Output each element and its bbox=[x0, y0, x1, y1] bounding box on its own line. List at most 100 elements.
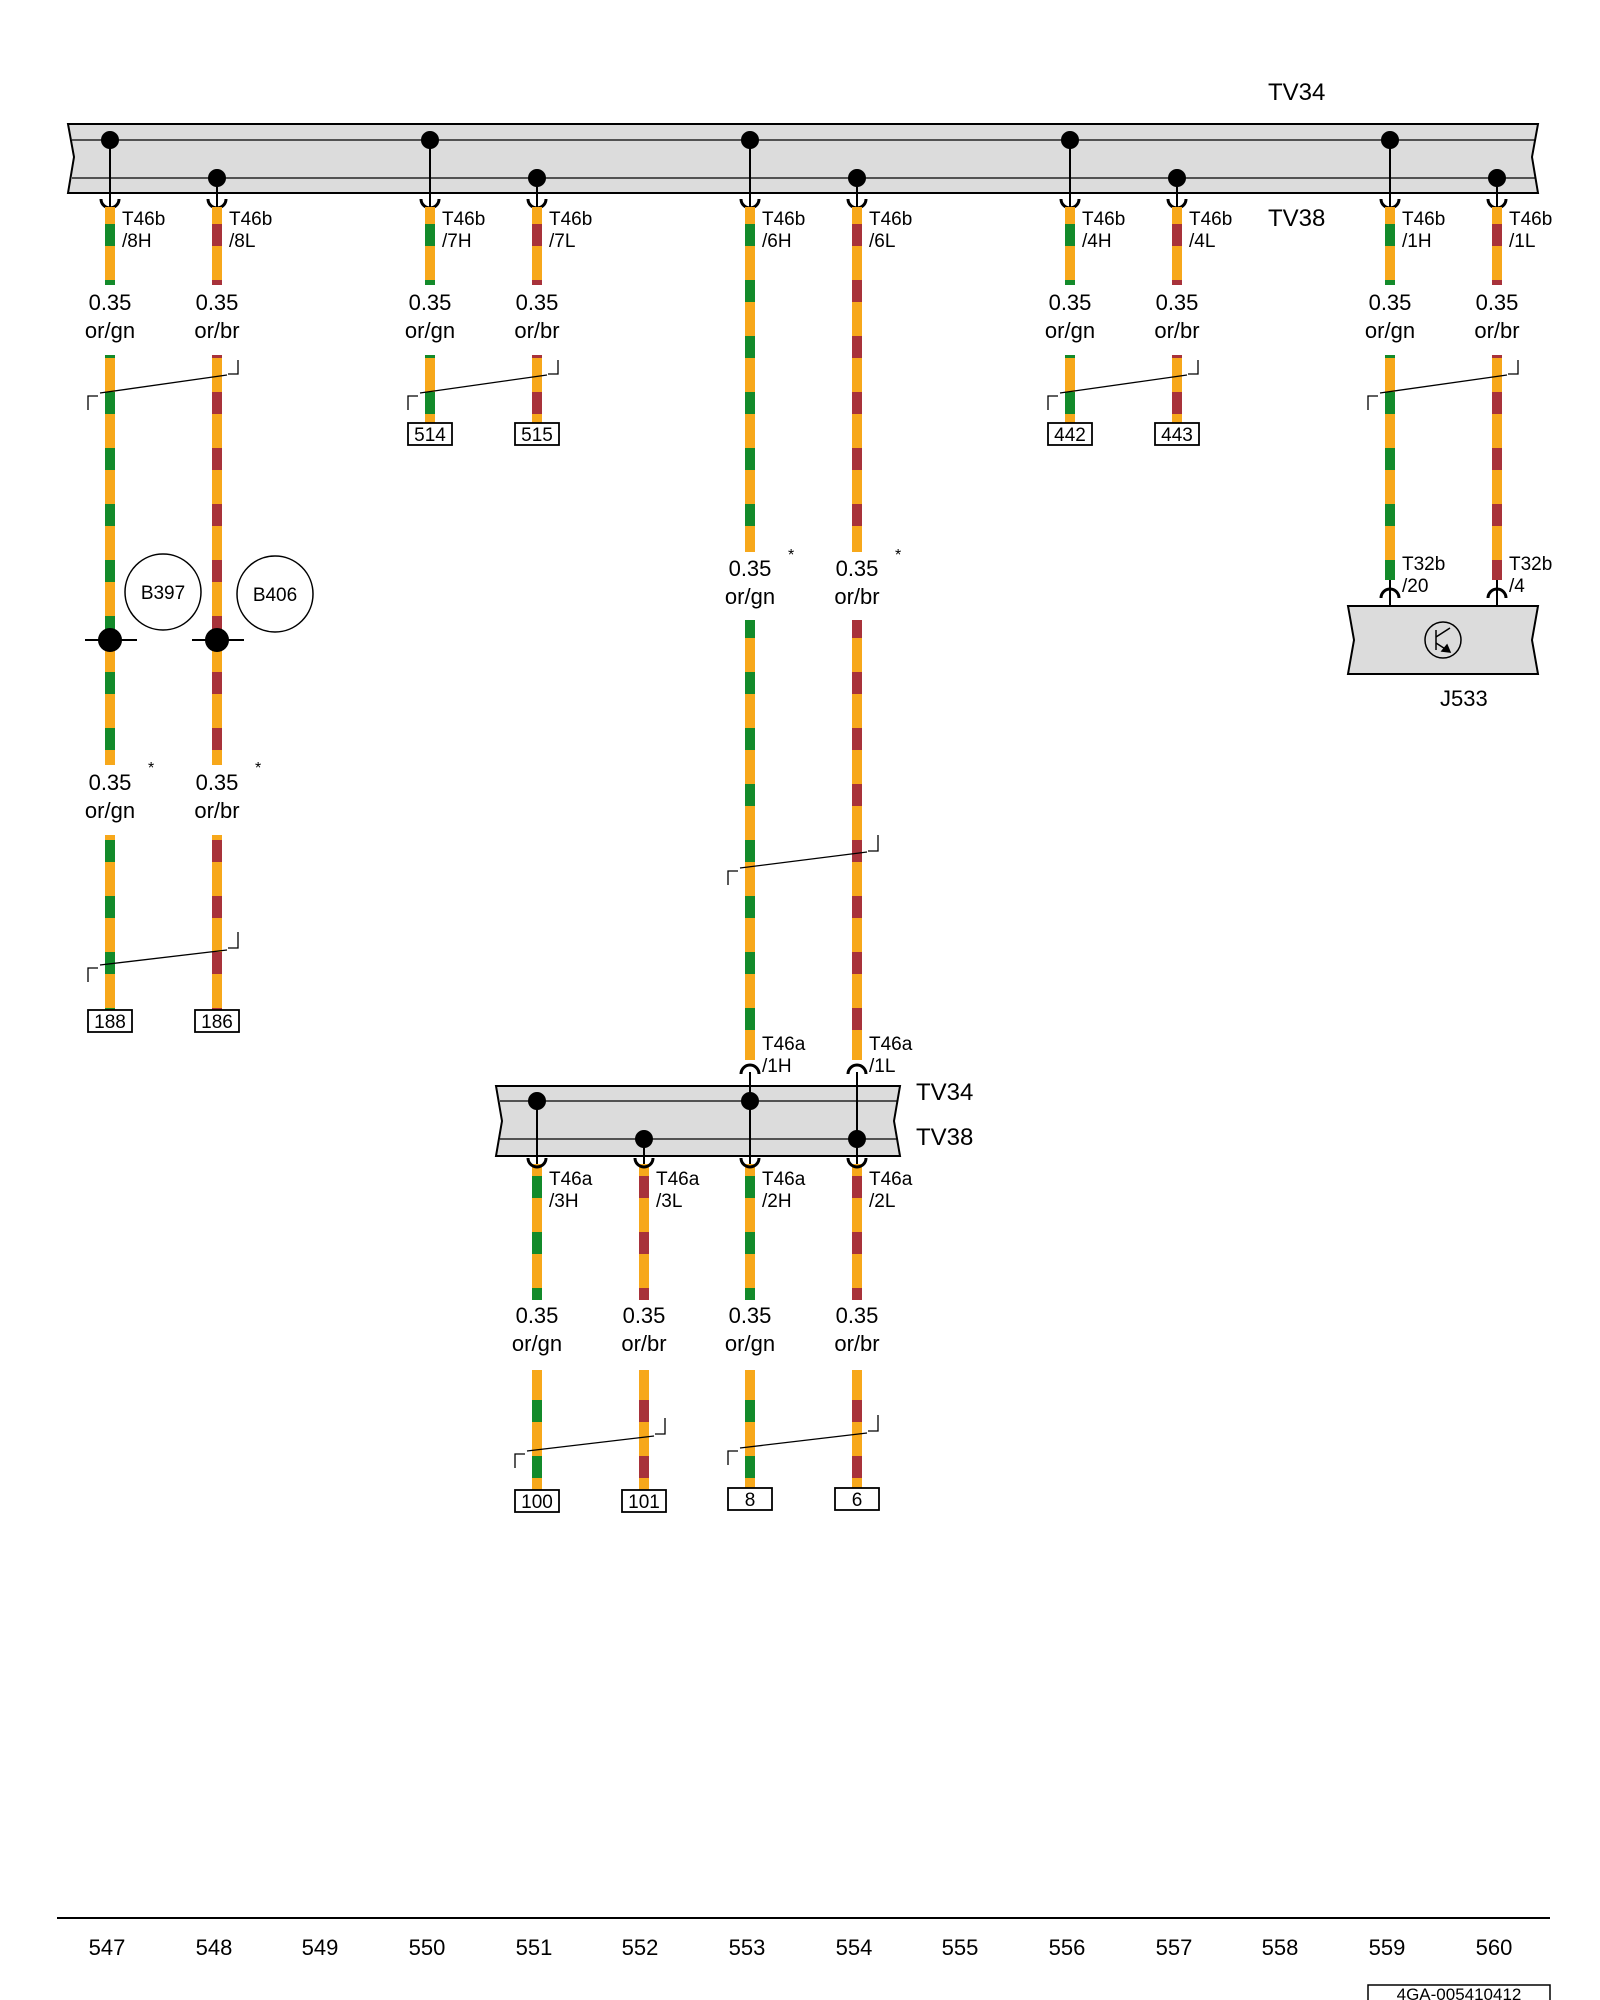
wire-spec-548-lower-color: or/br bbox=[194, 798, 239, 823]
footer-col-556: 556 bbox=[1049, 1935, 1086, 1960]
wire-553-bottom-b bbox=[745, 1370, 755, 1488]
conn-t46b-7l-name: T46b bbox=[549, 209, 592, 230]
wire-spec-547-lower-mark: * bbox=[148, 760, 154, 777]
conn-t46b-7h-pin: /7H bbox=[442, 231, 472, 252]
footer-col-557: 557 bbox=[1156, 1935, 1193, 1960]
wire-spec-551-color: or/br bbox=[514, 318, 559, 343]
ref-100: 100 bbox=[521, 1492, 553, 1513]
conn-t46a-2l-pin: /2L bbox=[869, 1191, 895, 1212]
wire-556-a bbox=[1065, 207, 1075, 285]
wire-548-c bbox=[212, 835, 222, 1010]
j533-conn-a-pin: /20 bbox=[1402, 576, 1428, 597]
wire-spec-554-mid-color: or/br bbox=[834, 584, 879, 609]
conn-t46b-4l-pin: /4L bbox=[1189, 231, 1215, 252]
top-bus bbox=[66, 123, 1540, 194]
wire-spec-bottom-2-color: or/br bbox=[621, 1331, 666, 1356]
conn-t46a-2h-pin: /2H bbox=[762, 1191, 792, 1212]
ref-101: 101 bbox=[628, 1492, 660, 1513]
top-bus-tv34-label: TV34 bbox=[1268, 79, 1325, 106]
wire-spec-548-lower-size: 0.35 bbox=[196, 770, 239, 795]
conn-t46a-1l-name: T46a bbox=[869, 1034, 913, 1055]
wire-547-c bbox=[105, 835, 115, 1010]
conn-t46a-1l-pin: /1L bbox=[869, 1056, 895, 1077]
wire-spec-547-size: 0.35 bbox=[89, 290, 132, 315]
wire-547-b bbox=[105, 355, 115, 765]
wire-559-a bbox=[1385, 207, 1395, 285]
conn-t46b-4h-pin: /4H bbox=[1082, 231, 1112, 252]
conn-t46b-8h-pin: /8H bbox=[122, 231, 152, 252]
wire-spec-551-size: 0.35 bbox=[516, 290, 559, 315]
ref-515: 515 bbox=[521, 425, 553, 446]
bottom-bus-tv38-label: TV38 bbox=[916, 1124, 973, 1151]
conn-t46b-6h-name: T46b bbox=[762, 209, 805, 230]
wire-560-b bbox=[1492, 355, 1502, 580]
wire-spec-554-mid-mark: * bbox=[895, 547, 901, 564]
conn-t46b-4l-name: T46b bbox=[1189, 209, 1232, 230]
footer-col-555: 555 bbox=[942, 1935, 979, 1960]
conn-t46a-3l-name: T46a bbox=[656, 1169, 700, 1190]
splice-labels bbox=[124, 553, 314, 633]
conn-t46a-2h-name: T46a bbox=[762, 1169, 806, 1190]
conn-t46b-7l-pin: /7L bbox=[549, 231, 575, 252]
splice-b406-label: B406 bbox=[253, 585, 297, 606]
conn-t46b-1l-name: T46b bbox=[1509, 209, 1552, 230]
footer-col-559: 559 bbox=[1369, 1935, 1406, 1960]
wire-spec-547-color: or/gn bbox=[85, 318, 135, 343]
wire-spec-547-lower-color: or/gn bbox=[85, 798, 135, 823]
wire-spec-bottom-4-color: or/br bbox=[834, 1331, 879, 1356]
conn-t46b-6h-pin: /6H bbox=[762, 231, 792, 252]
conn-t46b-8l-name: T46b bbox=[229, 209, 272, 230]
ref-8: 8 bbox=[745, 1490, 756, 1511]
transistor-icon bbox=[1424, 621, 1462, 659]
wire-spec-548-lower-mark: * bbox=[255, 760, 261, 777]
wire-559-b bbox=[1385, 355, 1395, 580]
footer-col-547: 547 bbox=[89, 1935, 126, 1960]
wire-550-a bbox=[425, 207, 435, 285]
wire-557-b bbox=[1172, 355, 1182, 423]
conn-t46a-3h-name: T46a bbox=[549, 1169, 593, 1190]
doc-id-box bbox=[1367, 1984, 1551, 2000]
wire-554-b bbox=[852, 620, 862, 1060]
conn-t46b-6l-pin: /6L bbox=[869, 231, 895, 252]
wire-548-b bbox=[212, 355, 222, 765]
wire-556-b bbox=[1065, 355, 1075, 423]
wire-550-b bbox=[425, 355, 435, 423]
wire-552-bottom-a bbox=[639, 1164, 649, 1300]
wire-spec-547-lower-size: 0.35 bbox=[89, 770, 132, 795]
wire-spec-bottom-3-color: or/gn bbox=[725, 1331, 775, 1356]
conn-t46b-1l-pin: /1L bbox=[1509, 231, 1535, 252]
wire-spec-556-color: or/gn bbox=[1045, 318, 1095, 343]
j533-conn-b-pin: /4 bbox=[1509, 576, 1525, 597]
top-bus-tv38-label: TV38 bbox=[1268, 205, 1325, 232]
conn-t46b-1h-pin: /1H bbox=[1402, 231, 1432, 252]
wire-551-a bbox=[532, 207, 542, 285]
doc-id: 4GA-005410412 bbox=[1397, 1985, 1522, 2000]
conn-t46a-1h-pin: /1H bbox=[762, 1056, 792, 1077]
ref-6: 6 bbox=[852, 1490, 863, 1511]
wires bbox=[105, 207, 1502, 1490]
wire-548-a bbox=[212, 207, 222, 285]
wire-spec-bottom-3-size: 0.35 bbox=[729, 1303, 772, 1328]
wire-553-b bbox=[745, 620, 755, 1060]
wire-spec-553-mid-size: 0.35 bbox=[729, 556, 772, 581]
bottom-connector-arcs bbox=[526, 1063, 868, 1169]
j533-connector-arcs bbox=[1379, 587, 1508, 599]
footer-col-560: 560 bbox=[1476, 1935, 1513, 1960]
footer-col-558: 558 bbox=[1262, 1935, 1299, 1960]
conn-t46b-6l-name: T46b bbox=[869, 209, 912, 230]
conn-t46b-1h-name: T46b bbox=[1402, 209, 1445, 230]
wire-554-bottom-a bbox=[852, 1164, 862, 1300]
conn-t46a-1h-name: T46a bbox=[762, 1034, 806, 1055]
bottom-bus-nodes bbox=[528, 1072, 866, 1164]
ref-514: 514 bbox=[414, 425, 446, 446]
conn-t46a-3h-pin: /3H bbox=[549, 1191, 579, 1212]
wire-spec-548-color: or/br bbox=[194, 318, 239, 343]
wire-554-a bbox=[852, 207, 862, 552]
conn-t46b-8l-pin: /8L bbox=[229, 231, 255, 252]
wire-551-bottom-b bbox=[532, 1370, 542, 1490]
j533-conn-b-name: T32b bbox=[1509, 554, 1552, 575]
wire-spec-bottom-4-size: 0.35 bbox=[836, 1303, 879, 1328]
footer-col-552: 552 bbox=[622, 1935, 659, 1960]
j533-module bbox=[1346, 605, 1540, 675]
wire-spec-554-mid-size: 0.35 bbox=[836, 556, 879, 581]
